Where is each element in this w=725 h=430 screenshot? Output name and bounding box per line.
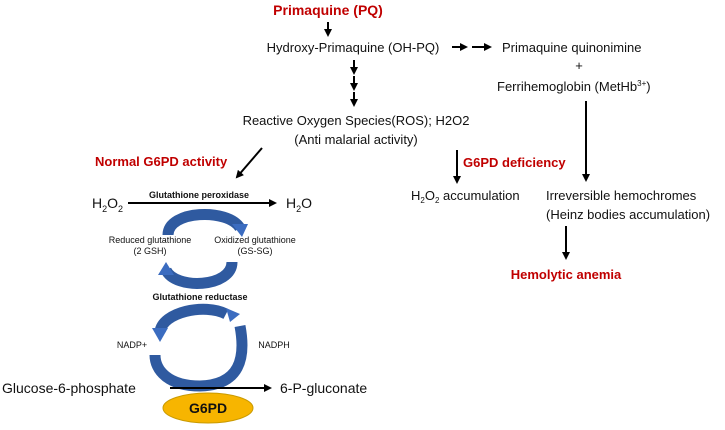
- glutathione-peroxidase-label: Glutathione peroxidase: [149, 190, 249, 200]
- oxidized-glutathione-line1: Oxidized glutathione: [214, 235, 296, 245]
- hemolytic-anemia-label: Hemolytic anemia: [511, 267, 622, 282]
- cycle-arrowhead-upper-right: [232, 224, 248, 237]
- arrow-ros-to-normal: [235, 147, 263, 179]
- reduced-glutathione-line2: (2 GSH): [133, 246, 166, 256]
- normal-g6pd-label: Normal G6PD activity: [95, 154, 228, 169]
- title-primaquine: Primaquine (PQ): [273, 2, 383, 18]
- cycle-h2o2-label: H2O2: [92, 195, 123, 214]
- cycle-arrowhead-lower-right: [226, 308, 240, 322]
- oxidized-glutathione-line2: (GS-SG): [238, 246, 273, 256]
- glucose-6-phosphate-label: Glucose-6-phosphate: [2, 380, 136, 396]
- ros-label-line1: Reactive Oxygen Species(ROS); H2O2: [243, 113, 470, 128]
- g6pd-enzyme-ellipse: [162, 392, 254, 424]
- hemochromes-line2: (Heinz bodies accumulation): [546, 207, 710, 222]
- nadph-label: NADPH: [258, 340, 290, 350]
- g6pd-deficiency-label: G6PD deficiency: [463, 155, 566, 170]
- quinonimine-label: Primaquine quinonimine: [502, 40, 641, 55]
- glutathione-reductase-label: Glutathione reductase: [152, 292, 247, 302]
- hemochromes-line1: Irreversible hemochromes: [546, 188, 697, 203]
- hydroxy-primaquine-label: Hydroxy-Primaquine (OH-PQ): [267, 40, 440, 55]
- cycle-arc-lower-bottom: [149, 324, 248, 392]
- cycle-arrowhead-lower-left: [152, 328, 168, 342]
- cycle-arc-upper-top: [162, 208, 245, 237]
- plus-sign: +: [575, 58, 583, 73]
- g6pd-enzyme-label: G6PD: [189, 400, 227, 416]
- cycle-h2o-label: H2O: [286, 195, 312, 214]
- cycle-arc-upper-bottom: [160, 260, 238, 289]
- cycle-arc-lower-top: [154, 303, 229, 334]
- cycle-arrowhead-upper-left: [158, 262, 174, 275]
- ferrihemoglobin-label: Ferrihemoglobin (MetHb3+): [497, 79, 651, 94]
- nadp-label: NADP+: [117, 340, 147, 350]
- ros-label-line2: (Anti malarial activity): [294, 132, 418, 147]
- h2o2-accumulation-label: H2O2 accumulation: [411, 188, 520, 205]
- 6-p-gluconate-label: 6-P-gluconate: [280, 380, 367, 396]
- reduced-glutathione-line1: Reduced glutathione: [109, 235, 192, 245]
